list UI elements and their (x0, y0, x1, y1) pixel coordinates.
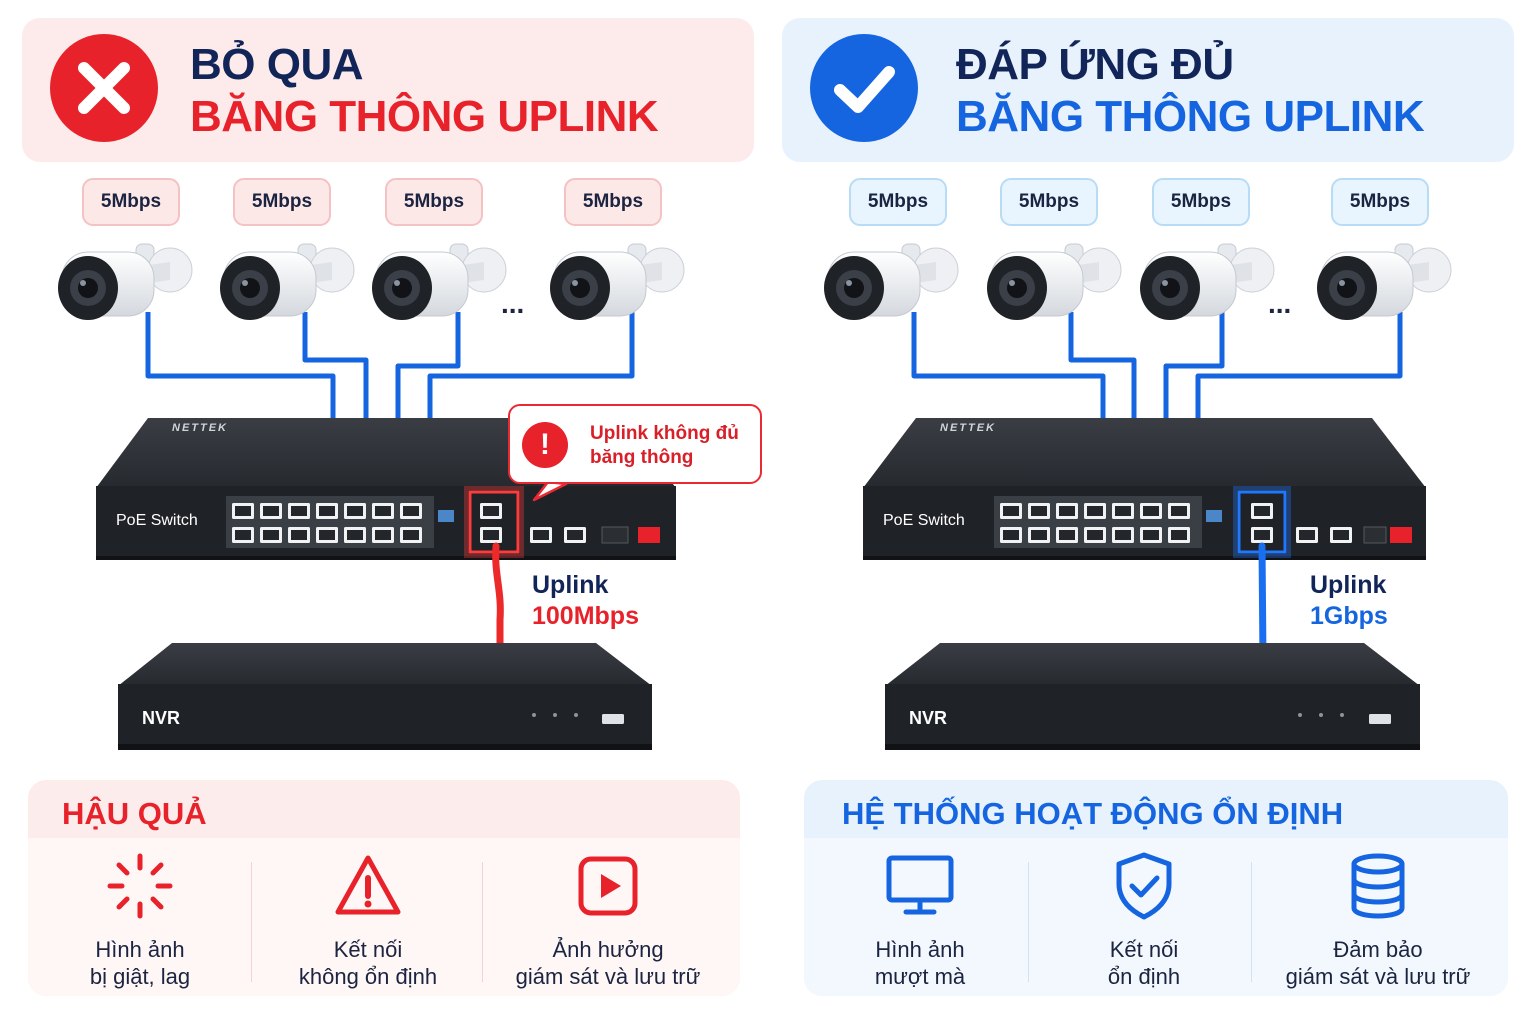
cctv-camera (57, 243, 193, 321)
camera-bandwidth-chip: 5Mbps (1152, 178, 1250, 226)
nvr-label: NVR (142, 708, 181, 728)
benefit-item: Đảm bảo giám sát và lưu trữ (1268, 850, 1488, 990)
cctv-camera (1139, 243, 1275, 321)
uplink-cable-left (492, 542, 504, 664)
nvr-device-left (118, 643, 652, 750)
divider (482, 862, 483, 982)
monitor-icon (886, 855, 954, 915)
effect-line1: Kết nối (333, 937, 403, 962)
panel-body (28, 838, 740, 996)
uplink-speed: 100Mbps (532, 602, 639, 630)
effect-line2: không ổn định (298, 964, 438, 989)
left-title-line1: BỎ QUA (190, 40, 364, 89)
more-cameras-ellipsis: ... (1268, 288, 1292, 319)
play-video-icon (578, 856, 638, 916)
more-cameras-ellipsis: ... (501, 288, 525, 319)
uplink-label: Uplink (532, 571, 609, 599)
right-title-line2: BĂNG THÔNG UPLINK (956, 92, 1425, 141)
nvr-label: NVR (909, 708, 948, 728)
nvr-device-right (885, 643, 1420, 750)
panel-title: HỆ THỐNG HOẠT ĐỘNG ỔN ĐỊNH (842, 796, 1344, 831)
uplink-label-left: Uplink 100Mbps (532, 570, 639, 632)
poe-switch-right (863, 418, 1426, 560)
warning-callout: ! Uplink không đủ băng thông (508, 404, 762, 484)
benefit-line2: ổn định (1107, 964, 1181, 989)
panel-title: HẬU QUẢ (62, 796, 207, 831)
loading-spinner-icon (107, 853, 173, 919)
benefit-line2: giám sát và lưu trữ (1285, 964, 1471, 989)
right-title-line1: ĐÁP ỨNG ĐỦ (956, 40, 1234, 89)
divider (1251, 862, 1252, 982)
effect-item: Ảnh hưởng giám sát và lưu trữ (498, 850, 718, 990)
uplink-speed: 1Gbps (1310, 602, 1388, 630)
camera-cables-left (145, 312, 635, 420)
cctv-camera (986, 243, 1122, 321)
uplink-label-right: Uplink 1Gbps (1310, 570, 1388, 632)
benefit-line1: Hình ảnh (875, 937, 965, 962)
callout-line1: Uplink không đủ (590, 423, 739, 444)
consequences-panel: HẬU QUẢ Hình ảnh bị giật, lag (28, 780, 740, 996)
uplink-cable-right (1258, 542, 1267, 664)
left-header-banner: BỎ QUA BĂNG THÔNG UPLINK (22, 18, 754, 162)
cctv-camera (371, 243, 507, 321)
exclamation-icon: ! (522, 422, 568, 468)
cctv-camera (219, 243, 355, 321)
benefit-item: Kết nối ổn định (1034, 850, 1254, 990)
callout-text: Uplink không đủ băng thông (590, 422, 739, 470)
camera-bandwidth-chip: 5Mbps (1000, 178, 1098, 226)
divider (1028, 862, 1029, 982)
benefit-line1: Đảm bảo (1333, 937, 1423, 962)
effect-item: Kết nối không ổn định (258, 850, 478, 990)
camera-bandwidth-chip: 5Mbps (385, 178, 483, 226)
benefit-item: Hình ảnh mượt mà (810, 850, 1030, 990)
uplink-label: Uplink (1310, 571, 1387, 599)
shield-check-icon (1116, 852, 1172, 920)
x-circle-icon (50, 34, 158, 142)
warning-triangle-icon (335, 855, 401, 915)
benefit-line1: Kết nối (1109, 937, 1179, 962)
camera-cables-right (911, 312, 1403, 420)
left-title-line2: BĂNG THÔNG UPLINK (190, 92, 659, 141)
database-icon (1351, 853, 1405, 919)
cctv-camera (1316, 243, 1452, 321)
effect-line1: Hình ảnh (95, 937, 185, 962)
effect-line1: Ảnh hưởng (552, 937, 664, 962)
stable-system-panel: HỆ THỐNG HOẠT ĐỘNG ỔN ĐỊNH Hình ảnh mượt… (804, 780, 1508, 996)
effect-line2: bị giật, lag (89, 964, 191, 989)
switch-label: PoE Switch (883, 512, 965, 529)
switch-label: PoE Switch (116, 512, 198, 529)
camera-bandwidth-chip: 5Mbps (82, 178, 180, 226)
effect-line2: giám sát và lưu trữ (515, 964, 701, 989)
cctv-camera (549, 243, 685, 321)
divider (251, 862, 252, 982)
camera-bandwidth-chip: 5Mbps (849, 178, 947, 226)
effect-item: Hình ảnh bị giật, lag (30, 850, 250, 990)
camera-bandwidth-chip: 5Mbps (1331, 178, 1429, 226)
camera-bandwidth-chip: 5Mbps (233, 178, 331, 226)
check-circle-icon (810, 34, 918, 142)
brand-logo: NETTEK (940, 422, 996, 434)
camera-bandwidth-chip: 5Mbps (564, 178, 662, 226)
brand-logo: NETTEK (172, 422, 228, 434)
benefit-line2: mượt mà (874, 964, 966, 989)
right-header-banner: ĐÁP ỨNG ĐỦ BĂNG THÔNG UPLINK (782, 18, 1514, 162)
cctv-camera (823, 243, 959, 321)
callout-line2: băng thông (590, 447, 694, 468)
